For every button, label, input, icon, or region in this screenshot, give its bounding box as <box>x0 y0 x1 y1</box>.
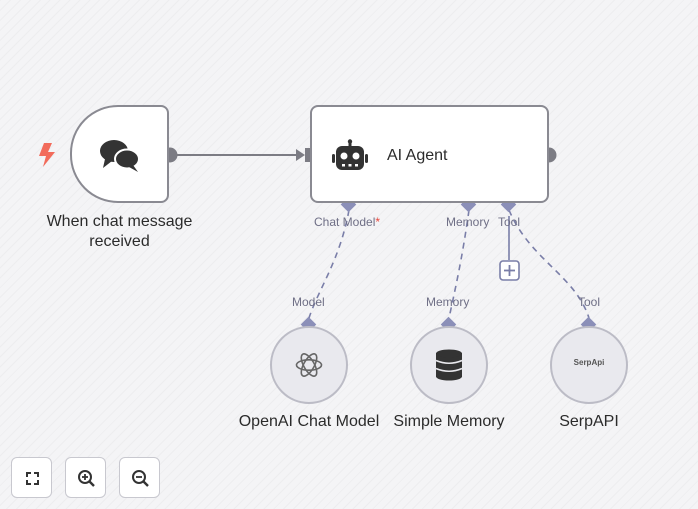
zoom-out-icon <box>132 470 149 487</box>
tool-connection[interactable] <box>508 209 590 319</box>
ai-agent-node[interactable]: AI Agent <box>310 105 549 203</box>
robot-icon <box>332 139 368 170</box>
openai-node-label: OpenAI Chat Model <box>238 413 380 430</box>
database-icon <box>435 349 463 381</box>
memory-node-label: Simple Memory <box>393 413 505 430</box>
memory-input-label: Memory <box>426 295 470 309</box>
trigger-node-label: When chat message received <box>46 213 193 250</box>
serpapi-logo: SerpApi <box>573 358 605 367</box>
zoom-in-button[interactable] <box>65 457 106 498</box>
fit-view-button[interactable] <box>11 457 52 498</box>
openai-chat-model-node[interactable] <box>270 326 348 404</box>
serpapi-node[interactable]: SerpApi <box>550 326 628 404</box>
fit-view-icon <box>26 472 39 485</box>
chat-model-label-text: Chat Model <box>314 215 376 229</box>
agent-input-port[interactable] <box>305 148 313 162</box>
trigger-bolt-icon <box>39 143 55 167</box>
tool-input-label: Tool <box>578 295 601 309</box>
zoom-in-icon <box>78 470 95 487</box>
zoom-out-button[interactable] <box>119 457 160 498</box>
model-input-label: Model <box>292 295 325 309</box>
required-marker: * <box>375 215 381 229</box>
connection-arrowhead <box>296 149 305 161</box>
simple-memory-node[interactable] <box>410 326 488 404</box>
memory-port-label: Memory <box>446 215 490 229</box>
chat-model-port-label: Chat Model* <box>314 215 380 229</box>
agent-title: AI Agent <box>387 147 448 164</box>
chat-trigger-node[interactable] <box>70 105 169 203</box>
openai-icon <box>295 353 323 377</box>
model-connection[interactable] <box>308 209 350 319</box>
tool-port-label: Tool <box>498 215 521 229</box>
chat-bubbles-icon <box>100 140 140 172</box>
memory-connection[interactable] <box>448 209 470 319</box>
serpapi-node-label: SerpAPI <box>559 413 619 430</box>
